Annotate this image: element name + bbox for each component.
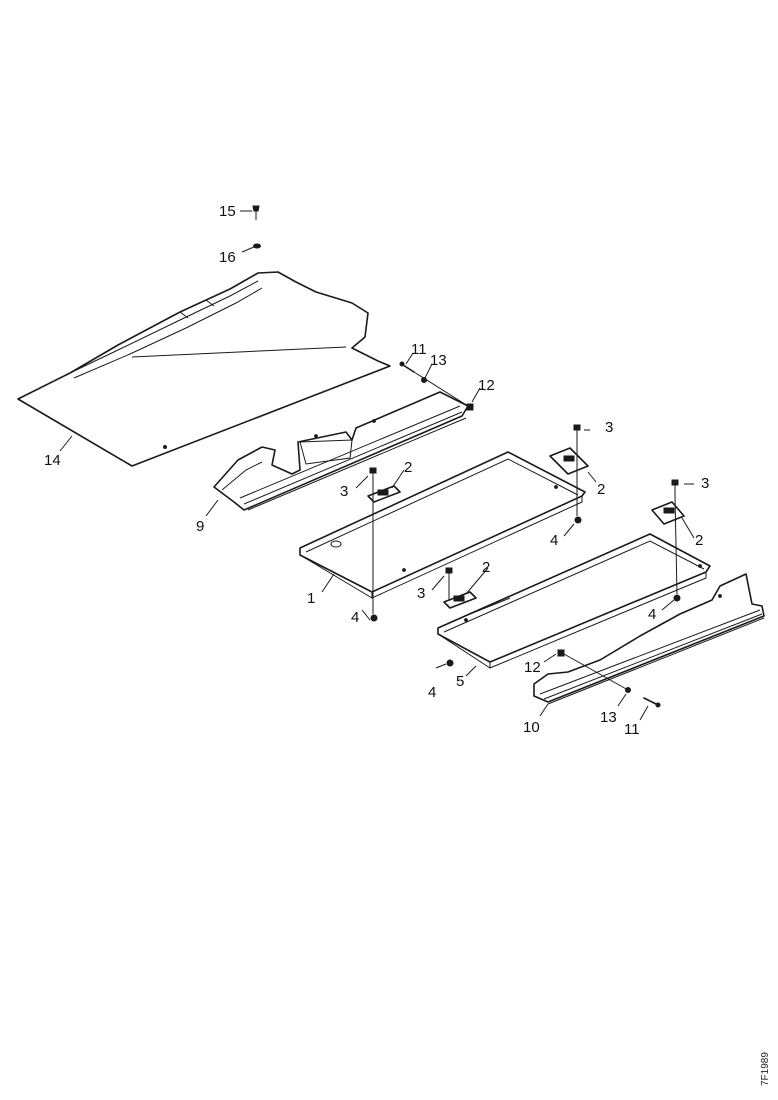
callout-numbers: 15 16 14 9 11 13 12 3 2 3 2 1 4 3 2 4 3 … [44,203,709,738]
callout-2-middle: 2 [482,559,490,576]
part-3-screw-b [573,424,581,442]
part-16-washer [253,243,261,249]
part-4-nut-c [673,594,681,602]
callout-4-lower-right: 4 [648,606,656,623]
callout-11-upper: 11 [411,341,427,358]
part-12-nut-upper [466,403,474,411]
callout-12-upper: 12 [478,377,495,394]
part-3-screw-a [369,467,377,484]
part-10-rail-bracket [533,573,765,705]
document-code: 7F1989 [760,1052,771,1086]
callout-2-far-right: 2 [695,532,703,549]
part-15-screw [252,205,260,220]
callout-10: 10 [523,719,540,736]
callout-4-tray-right: 4 [550,532,558,549]
callout-14: 14 [44,452,61,469]
part-12-nut-lower [557,649,565,657]
part-11-screw-lower [643,697,661,708]
callout-13-lower: 13 [600,709,617,726]
part-2-clip-d [651,501,685,525]
part-3-screw-d [671,479,679,496]
callout-16: 16 [219,249,236,266]
callout-9: 9 [196,518,204,535]
part-1-tray [299,451,586,599]
callout-4-lower-left: 4 [428,684,436,701]
callout-1: 1 [307,590,315,607]
callout-leaders [59,210,695,721]
part-4-nut-d [446,659,454,667]
callout-15: 15 [219,203,236,220]
part-5-lower-tray [437,533,711,669]
callout-12-lower: 12 [524,659,541,676]
callout-2-tray: 2 [404,459,412,476]
callout-3-right-top: 3 [605,419,613,436]
part-11-screw-upper [399,361,415,373]
callout-13-upper: 13 [430,352,447,369]
part-14-cover-panel [17,271,391,467]
callout-2-right-top: 2 [597,481,605,498]
part-3-screw-c [445,567,453,584]
callout-11-lower: 11 [624,721,640,738]
callout-3-far-right: 3 [701,475,709,492]
part-2-clip-c [443,591,477,609]
callout-5: 5 [456,673,464,690]
part-2-clip-b [549,447,589,475]
callout-4-tray-bottom: 4 [351,609,359,626]
part-4-nut-a [370,614,378,622]
assembly-axis-lines [372,371,678,691]
callout-3-tray: 3 [340,483,348,500]
part-9-bracket-assembly [213,391,469,511]
part-4-nut-b [574,516,582,524]
callout-3-middle: 3 [417,585,425,602]
part-2-clip-a [367,485,401,503]
